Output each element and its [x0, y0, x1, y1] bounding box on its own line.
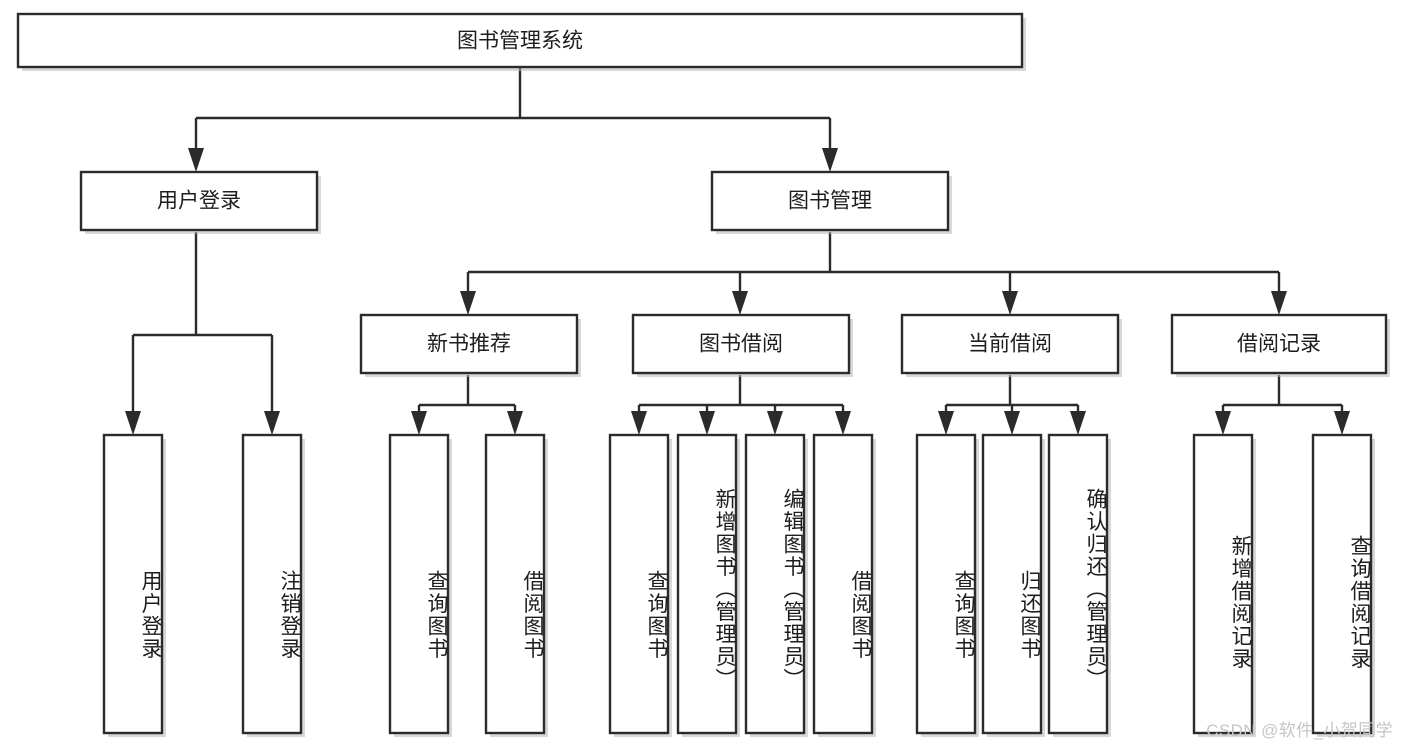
leaf-logout-rect[interactable]: [241, 433, 303, 735]
node-book-management-rect[interactable]: [710, 170, 950, 232]
node-new-book-recommend-label: 新书推荐: [427, 333, 511, 356]
node-book-borrow-rect[interactable]: [631, 313, 851, 375]
connector-group-bookborrow: [631, 375, 851, 435]
arrow-head-bookmgmt: [822, 148, 838, 172]
arrow-head-newbook-leaf1: [411, 411, 427, 435]
connector-group-bookmgmt: [460, 232, 1287, 315]
arrow-head-current-borrow: [1002, 291, 1018, 315]
node-book-management[interactable]: 图书管理: [710, 170, 952, 234]
node-book-borrow[interactable]: 图书借阅: [631, 313, 853, 377]
node-current-borrow-rect[interactable]: [900, 313, 1120, 375]
arrow-head-book-borrow: [732, 291, 748, 315]
node-root-label: 图书管理系统: [457, 30, 583, 53]
leaf-borrowrecord-add-rect[interactable]: [1192, 433, 1254, 735]
leaf-node-borrowrecord-query[interactable]: [1311, 433, 1375, 737]
leaf-bookborrow-borrow-rect[interactable]: [812, 433, 874, 735]
node-book-borrow-label: 图书借阅: [699, 333, 783, 356]
node-new-book-recommend-rect[interactable]: [359, 313, 579, 375]
leaf-node-logout[interactable]: [241, 433, 305, 737]
leaf-node-user-login[interactable]: [102, 433, 166, 737]
arrow-head-new-book: [460, 291, 476, 315]
arrow-head-currentborrow-leaf2: [1004, 411, 1020, 435]
arrow-head-bookborrow-leaf4: [835, 411, 851, 435]
leaf-node-bookborrow-add[interactable]: [676, 433, 740, 737]
leaf-bookborrow-add-rect[interactable]: [676, 433, 738, 735]
leaf-currentborrow-return-rect[interactable]: [981, 433, 1043, 735]
arrow-head-leaf-user-login: [125, 411, 141, 435]
leaf-node-currentborrow-query[interactable]: [915, 433, 979, 737]
leaf-node-newbook-query[interactable]: [388, 433, 452, 737]
node-current-borrow[interactable]: 当前借阅: [900, 313, 1122, 377]
leaf-currentborrow-query-rect[interactable]: [915, 433, 977, 735]
leaf-newbook-borrow-rect[interactable]: [484, 433, 546, 735]
connector-group-userlogin: [125, 232, 280, 435]
node-book-management-label: 图书管理: [788, 190, 872, 213]
connector-group-currentborrow: [938, 375, 1086, 435]
arrow-head-currentborrow-leaf3: [1070, 411, 1086, 435]
connector-group-newbook: [411, 375, 523, 435]
csdn-watermark: CSDN @软件_小贺同学: [1206, 721, 1393, 740]
leaf-borrowrecord-query-rect[interactable]: [1311, 433, 1373, 735]
node-current-borrow-label: 当前借阅: [968, 333, 1052, 356]
arrow-head-borrow-record: [1271, 291, 1287, 315]
leaf-bookborrow-query-rect[interactable]: [608, 433, 670, 735]
leaf-node-bookborrow-borrow[interactable]: [812, 433, 876, 737]
arrow-head-borrowrecord-leaf2: [1334, 411, 1350, 435]
node-user-login-label: 用户登录: [157, 190, 241, 213]
node-borrow-record[interactable]: 借阅记录: [1170, 313, 1390, 377]
leaf-user-login-rect[interactable]: [102, 433, 164, 735]
arrow-head-bookborrow-leaf3: [767, 411, 783, 435]
arrow-head-leaf-logout: [264, 411, 280, 435]
connector-group-root: [188, 67, 838, 172]
arrow-head-bookborrow-leaf1: [631, 411, 647, 435]
node-root-rect[interactable]: [16, 12, 1024, 69]
leaf-newbook-query-rect[interactable]: [388, 433, 450, 735]
arrow-head-currentborrow-leaf1: [938, 411, 954, 435]
node-borrow-record-label: 借阅记录: [1237, 333, 1321, 356]
leaf-node-currentborrow-return[interactable]: [981, 433, 1045, 737]
leaf-node-bookborrow-edit[interactable]: [744, 433, 808, 737]
connector-group-borrowrecord: [1215, 375, 1350, 435]
arrow-head-borrowrecord-leaf1: [1215, 411, 1231, 435]
arrow-head-newbook-leaf2: [507, 411, 523, 435]
node-root[interactable]: 图书管理系统: [16, 12, 1026, 71]
node-user-login[interactable]: 用户登录: [79, 170, 321, 234]
leaf-node-currentborrow-confirm[interactable]: [1047, 433, 1111, 737]
leaf-node-bookborrow-query[interactable]: [608, 433, 672, 737]
leaf-node-newbook-borrow[interactable]: [484, 433, 548, 737]
leaf-bookborrow-edit-rect[interactable]: [744, 433, 806, 735]
arrow-head-userlogin: [188, 148, 204, 172]
node-new-book-recommend[interactable]: 新书推荐: [359, 313, 581, 377]
node-borrow-record-rect[interactable]: [1170, 313, 1388, 375]
arrow-head-bookborrow-leaf2: [699, 411, 715, 435]
leaf-currentborrow-confirm-rect[interactable]: [1047, 433, 1109, 735]
leaf-node-borrowrecord-add[interactable]: [1192, 433, 1256, 737]
node-user-login-rect[interactable]: [79, 170, 319, 232]
